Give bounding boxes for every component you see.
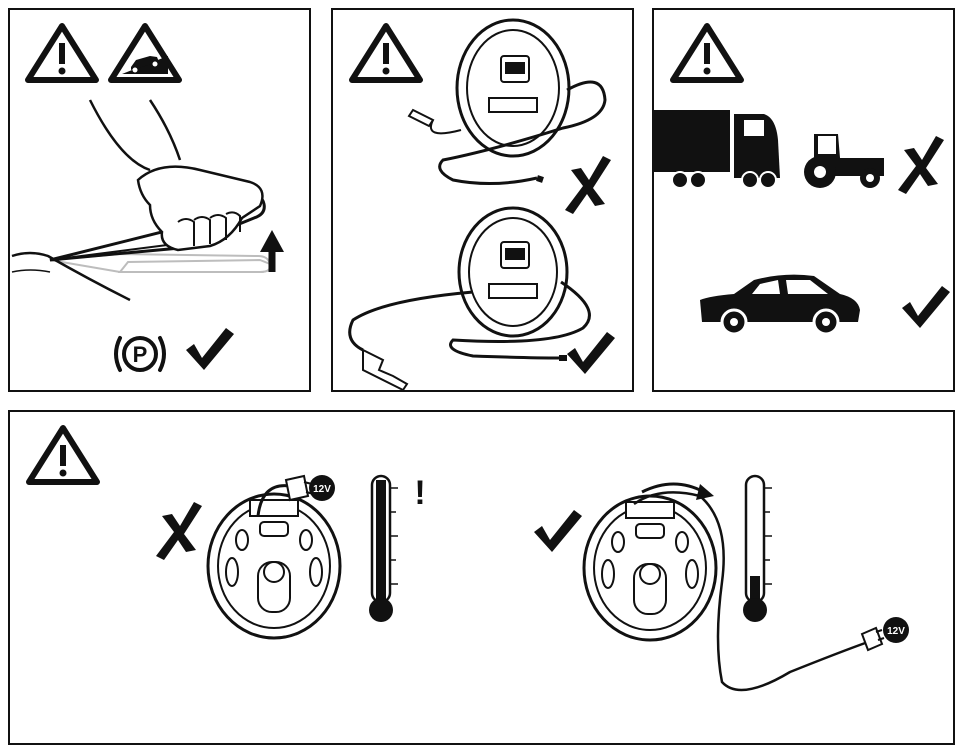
thermometer-icon	[743, 474, 772, 622]
voltage-label: 12V	[887, 626, 905, 637]
car-icon	[700, 274, 860, 336]
compressor-back-icon	[582, 491, 869, 692]
car-on-slope-warning-icon	[108, 23, 182, 83]
cross-mark-icon	[156, 502, 202, 560]
cross-mark-icon	[898, 136, 944, 194]
panel-parking-brake: P	[8, 8, 311, 392]
truck-icon	[654, 110, 780, 189]
pull-up-arrow-icon	[260, 230, 284, 272]
compressor-back-icon	[206, 484, 342, 640]
power-plug-icon	[284, 474, 315, 502]
check-mark-icon	[186, 328, 234, 370]
warning-triangle-icon	[26, 425, 100, 485]
voltage-label: 12V	[313, 484, 331, 495]
parking-brake-letter: P	[133, 342, 148, 367]
warning-triangle-icon	[349, 23, 423, 83]
compressor-icon	[348, 206, 591, 392]
cross-mark-icon	[565, 156, 611, 214]
check-mark-icon	[567, 332, 615, 374]
check-mark-icon	[534, 510, 582, 552]
panel-hose-position	[331, 8, 634, 392]
warning-triangle-icon	[670, 23, 744, 83]
tractor-icon	[804, 134, 884, 188]
voltage-badge: 12V	[883, 617, 909, 643]
compressor-icon	[407, 18, 607, 186]
voltage-badge: 12V	[309, 475, 335, 501]
direction-arrow-icon	[641, 482, 714, 500]
thermometer-icon	[369, 474, 398, 622]
parking-brake-icon: P	[114, 336, 166, 372]
exclamation-icon: !	[414, 474, 425, 512]
panel-overheating: 12V ! 12V	[8, 410, 955, 745]
warning-triangle-icon	[25, 23, 99, 83]
check-mark-icon	[902, 286, 950, 328]
panel-vehicle-type	[652, 8, 955, 392]
power-plug-icon	[860, 626, 885, 652]
